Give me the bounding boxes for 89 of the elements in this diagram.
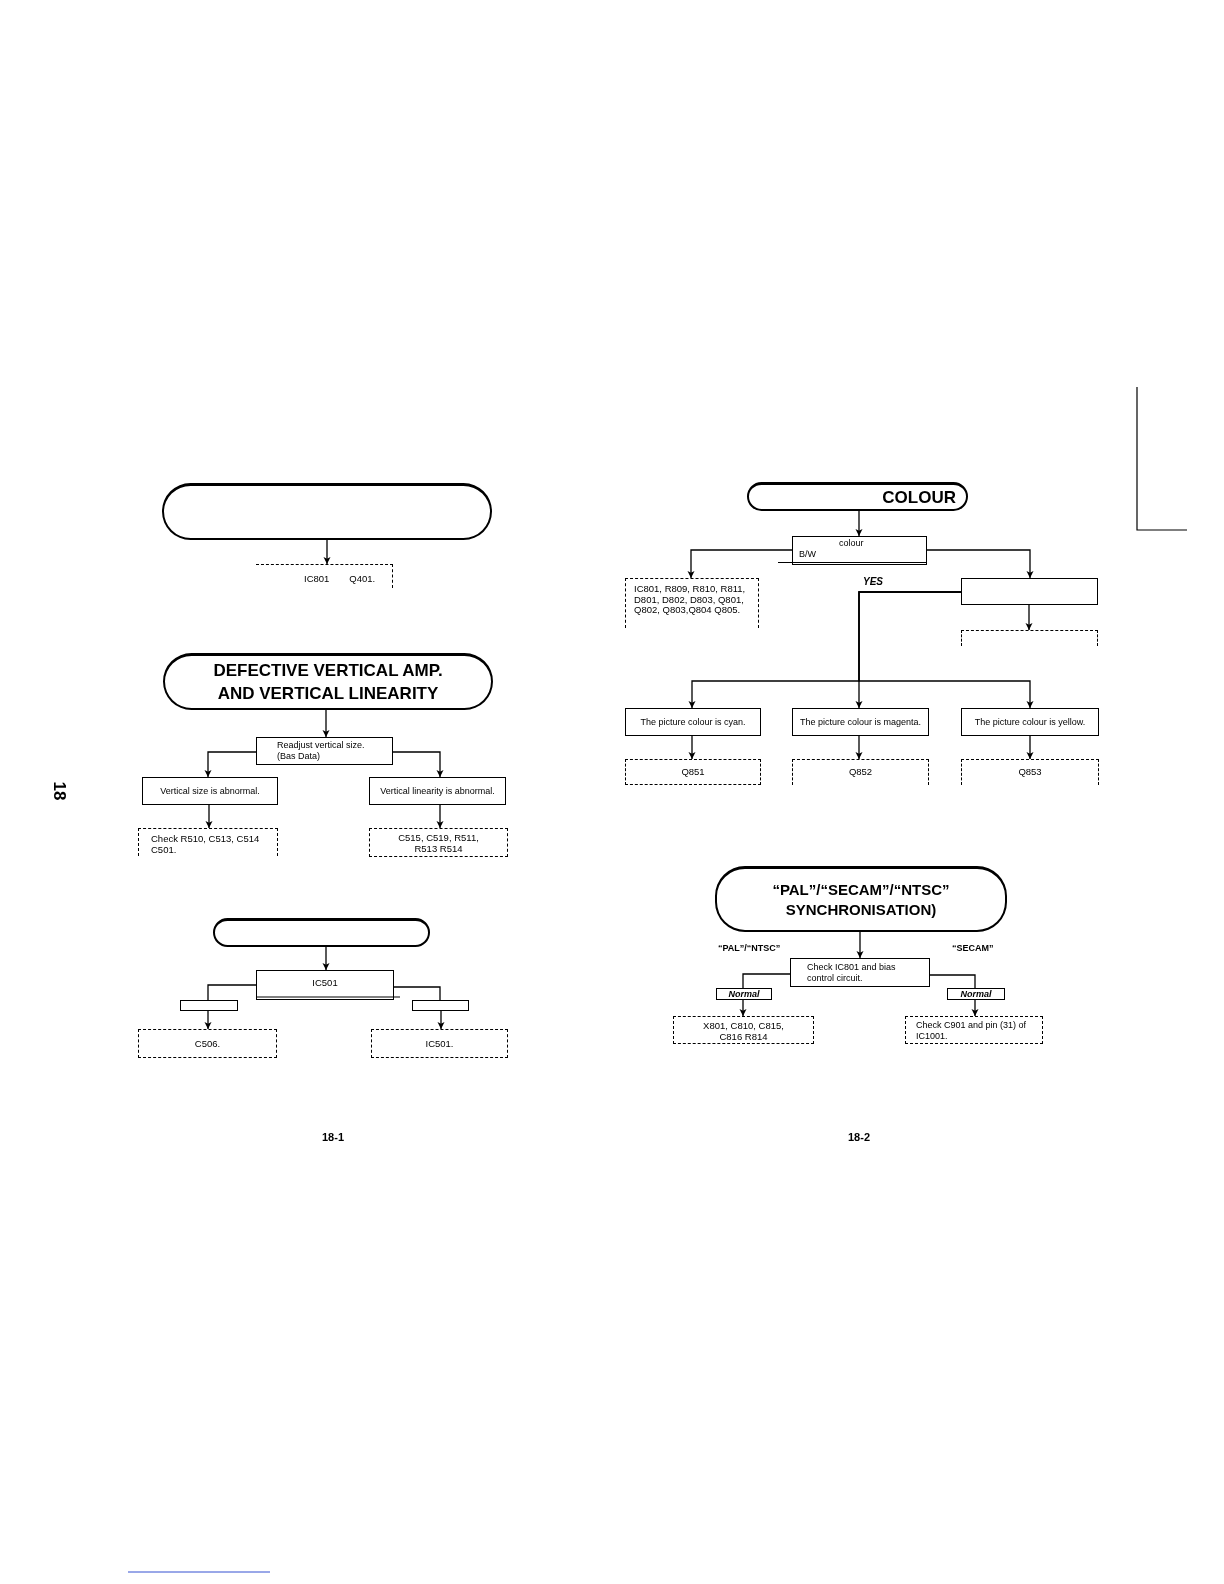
arrow	[855, 735, 863, 760]
box-text: IC501	[312, 977, 338, 988]
box-text: (Bas Data)	[277, 751, 320, 762]
process-box	[142, 777, 278, 805]
dashed-box	[792, 759, 929, 785]
process-box	[625, 708, 761, 736]
box-text: Check C901 and pin (31) of IC1001.	[916, 1020, 1028, 1042]
process-box	[412, 1000, 469, 1011]
process-box	[961, 578, 1098, 605]
box-text: X801, C810, C815, C816 R814	[702, 1020, 785, 1042]
box-text: Vertical size is abnormal.	[160, 785, 260, 797]
dashed-box	[625, 759, 761, 785]
dashed-box	[138, 1029, 277, 1058]
box-text: Q852	[848, 766, 873, 777]
arrow	[926, 549, 1034, 579]
process-box	[180, 1000, 238, 1011]
box-text: The picture colour is magenta.	[799, 716, 922, 728]
process-box	[256, 737, 393, 765]
process-box	[792, 708, 929, 736]
arrow	[855, 510, 863, 537]
tag-box	[947, 988, 1005, 1000]
arrow	[204, 751, 257, 778]
box-text: Readjust vertical size.	[277, 740, 365, 751]
page-number: 18-2	[848, 1131, 871, 1144]
heading-text: “PAL”/“SECAM”/“NTSC” SYNCHRONISATION)	[771, 879, 951, 920]
box-text: C515, C519, R511, R513 R514	[397, 832, 480, 854]
connector-line	[207, 984, 257, 1001]
arrow	[436, 804, 444, 829]
box-text: Normal	[728, 989, 760, 999]
rounded-title-box	[162, 483, 492, 540]
rounded-title-box	[213, 918, 430, 947]
edge-label: “SECAM”	[951, 943, 995, 954]
arrow	[1025, 604, 1033, 631]
box-text: Vertical linearity is abnormal.	[380, 785, 495, 797]
page-number: 18	[49, 781, 70, 801]
edge-label: “PAL”/“NTSC”	[717, 943, 782, 954]
arrow	[1026, 735, 1034, 760]
arrow	[204, 1010, 212, 1030]
box-text: colour	[839, 538, 864, 549]
arrow	[205, 804, 213, 829]
rounded-title-box	[715, 866, 1007, 932]
box-text: IC801	[304, 573, 330, 584]
box-text: Check IC801 and bias control circuit.	[807, 961, 897, 984]
heading-text: COLOUR	[882, 486, 956, 509]
arrow	[971, 999, 979, 1017]
box-text: B/W	[799, 549, 816, 560]
page-number: 18-1	[322, 1131, 345, 1144]
rounded-title-box	[747, 482, 968, 511]
box-text: Q401.	[349, 573, 376, 584]
arrow	[739, 999, 747, 1017]
arrow	[322, 709, 330, 738]
dashed-box	[371, 1029, 508, 1058]
connector-line	[742, 973, 791, 989]
process-box	[369, 777, 506, 805]
box-text: The picture colour is cyan.	[640, 716, 746, 728]
process-box	[792, 536, 927, 565]
connector-line	[393, 986, 441, 1001]
arrow	[322, 946, 330, 971]
box-text: Q853	[1018, 766, 1042, 777]
box-text: C506.	[194, 1038, 221, 1049]
dashed-box	[673, 1016, 814, 1044]
heading-text: DEFECTIVE VERTICAL AMP. AND VERTICAL LINEARITY	[212, 660, 444, 705]
rounded-title-box	[163, 653, 493, 710]
process-box	[961, 708, 1099, 736]
box-text: IC501.	[425, 1038, 454, 1049]
dashed-box	[138, 828, 278, 856]
arrow	[856, 931, 864, 959]
arrow	[858, 591, 1034, 709]
dashed-box	[625, 578, 759, 628]
box-text: IC801, R809, R810, R811, D801, D802, D803, Q801, Q802, Q803,Q804 Q805.	[634, 584, 747, 616]
process-box	[256, 970, 394, 1000]
dashed-box	[369, 828, 508, 857]
tag-box	[716, 988, 772, 1000]
arrow	[323, 539, 331, 565]
arrow	[392, 751, 444, 778]
dashed-box	[905, 1016, 1043, 1044]
box-text: The picture colour is yellow.	[974, 716, 1086, 728]
process-box	[790, 958, 930, 987]
arrow	[688, 735, 696, 760]
dashed-box	[256, 564, 393, 588]
arrow	[687, 549, 793, 579]
arrow	[437, 1010, 445, 1030]
box-text: Q851	[681, 766, 705, 777]
box-text: Check R510, C513, C514 C501.	[151, 833, 261, 855]
dashed-box	[961, 759, 1099, 785]
connector-line	[929, 974, 976, 989]
box-text: Normal	[960, 989, 992, 999]
edge-label: YES	[862, 576, 884, 588]
dashed-box	[961, 630, 1098, 646]
